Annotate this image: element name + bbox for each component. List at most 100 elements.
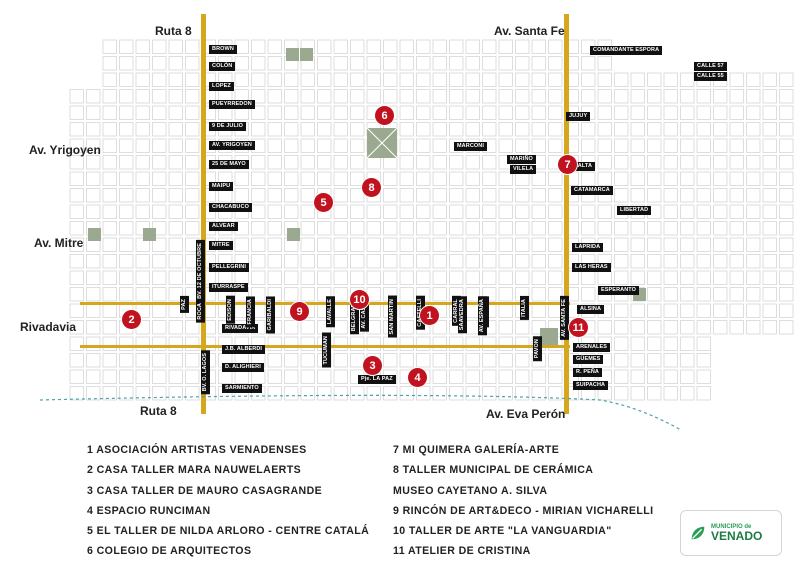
map-marker-8[interactable]: 8 [362,178,381,197]
city-block [498,72,513,87]
map-marker-7[interactable]: 7 [558,155,577,174]
city-block [317,39,332,54]
map-marker-1[interactable]: 1 [420,306,439,325]
city-block [614,105,629,120]
street-label: MITRE [209,241,233,250]
city-block [729,89,744,104]
city-block [234,56,249,71]
city-block [746,138,761,153]
city-block [284,353,299,368]
city-block [449,386,464,401]
city-map [39,14,794,430]
map-marker-6[interactable]: 6 [375,106,394,125]
city-block [366,72,381,87]
map-marker-11[interactable]: 11 [569,318,588,337]
city-block [498,353,513,368]
city-block [267,369,282,384]
city-block [350,171,365,186]
city-block [416,138,431,153]
city-block [102,287,117,302]
city-block [713,188,728,203]
city-block [449,39,464,54]
logo-small-text: MUNICIPIO de [711,524,752,530]
city-block [531,105,546,120]
city-block [333,138,348,153]
city-block [102,369,117,384]
city-block [69,89,84,104]
city-block [333,122,348,137]
city-block [498,56,513,71]
map-marker-4[interactable]: 4 [408,368,427,387]
map-marker-9[interactable]: 9 [290,302,309,321]
city-block [86,155,101,170]
city-block [762,122,777,137]
city-block [729,122,744,137]
street-label: LOPEZ [209,82,234,91]
city-block [729,171,744,186]
city-block [647,303,662,318]
city-block [696,287,711,302]
city-block [465,287,480,302]
city-block [102,138,117,153]
city-block [465,72,480,87]
road-label-mitre: Av. Mitre [34,236,84,250]
street-label: J.B. ALBERDI [222,345,266,354]
city-block [548,353,563,368]
city-block [267,188,282,203]
city-block [168,72,183,87]
legend-item: 7 MI QUIMERA GALERÍA-ARTE [393,444,560,456]
map-marker-3[interactable]: 3 [363,356,382,375]
city-block [482,353,497,368]
city-block [119,369,134,384]
city-block [416,89,431,104]
city-block [399,254,414,269]
city-block [399,56,414,71]
city-block [416,204,431,219]
city-block [614,353,629,368]
city-block [251,56,266,71]
city-block [779,105,794,120]
city-block [300,221,315,236]
road-rivadavia-north [80,302,570,305]
city-block [69,303,84,318]
map-marker-5[interactable]: 5 [314,193,333,212]
city-block [168,320,183,335]
legend-item: 6 COLEGIO DE ARQUITECTOS [87,545,252,558]
city-block [779,204,794,219]
city-block [515,353,530,368]
city-block [333,105,348,120]
city-block [762,204,777,219]
city-block [152,56,167,71]
city-block [383,171,398,186]
city-block [680,254,695,269]
city-block [416,188,431,203]
road-label-santa-fe: Av. Santa Fe [494,24,565,38]
city-block [531,369,546,384]
city-block [614,72,629,87]
city-block [383,56,398,71]
city-block [152,89,167,104]
city-block [515,39,530,54]
city-block [350,188,365,203]
city-block [432,221,447,236]
city-block [168,386,183,401]
city-block [251,89,266,104]
city-block [102,89,117,104]
city-block [498,204,513,219]
city-block [251,254,266,269]
map-marker-10[interactable]: 10 [350,290,369,309]
city-block [333,353,348,368]
city-block [465,386,480,401]
city-block [284,72,299,87]
city-block [102,386,117,401]
city-block [234,39,249,54]
city-block [432,287,447,302]
city-block [333,254,348,269]
map-marker-2[interactable]: 2 [122,310,141,329]
canal-line [39,394,683,430]
city-block [399,122,414,137]
city-block [762,254,777,269]
city-block [515,336,530,351]
city-block [399,204,414,219]
city-block [69,320,84,335]
